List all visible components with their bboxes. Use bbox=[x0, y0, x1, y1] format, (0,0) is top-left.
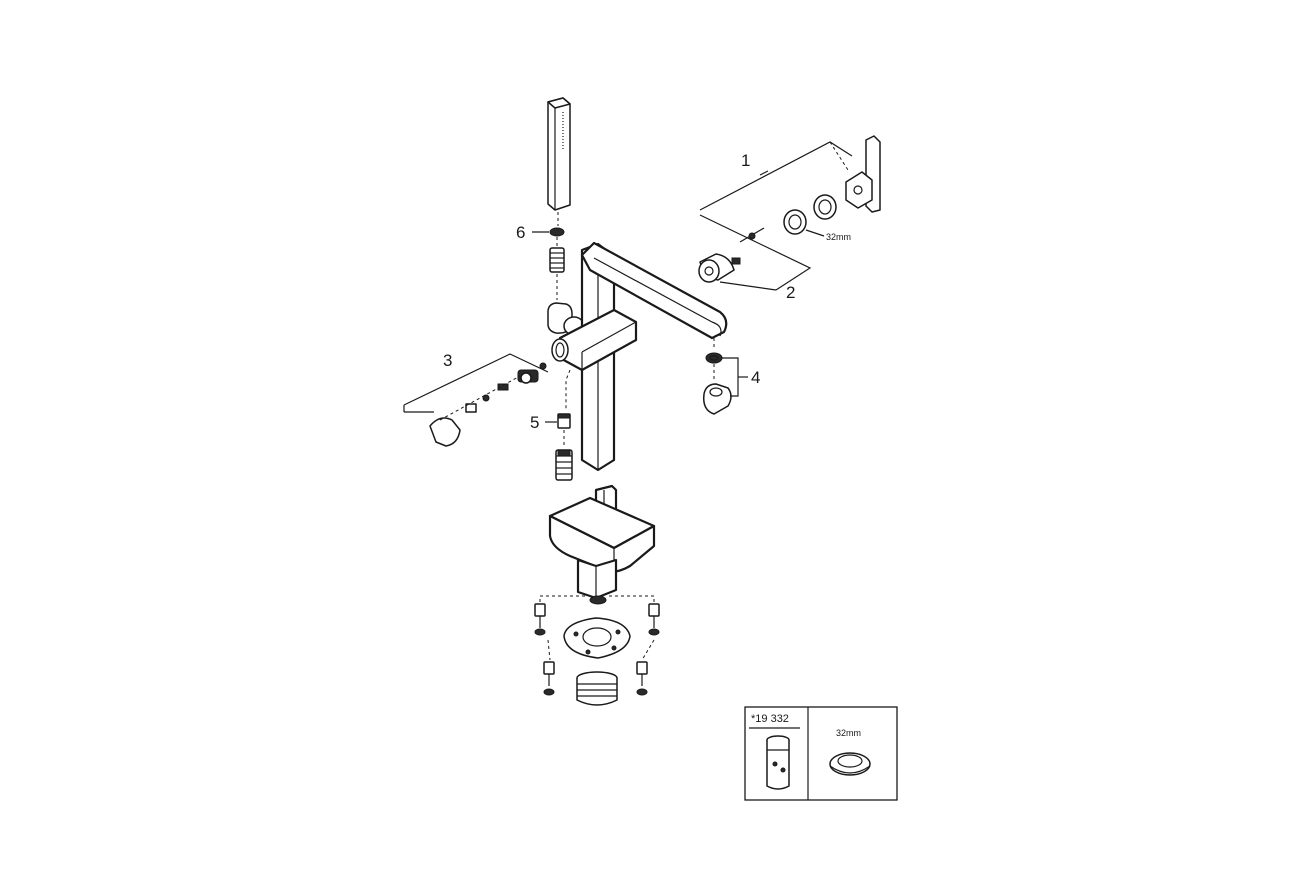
callout-1-bracket bbox=[699, 141, 853, 211]
hose-nut bbox=[557, 413, 571, 429]
screw-top-left bbox=[534, 603, 546, 636]
diverter-knob bbox=[429, 417, 461, 447]
hose-connector-top bbox=[549, 247, 565, 273]
diverter-small-parts bbox=[439, 375, 521, 421]
inset-tool-icon bbox=[766, 735, 790, 790]
base-plate bbox=[563, 617, 631, 659]
callout-4-bracket bbox=[722, 357, 748, 397]
screw-top-right bbox=[648, 603, 660, 636]
callout-2-bracket bbox=[699, 214, 812, 291]
callout-2: 2 bbox=[786, 283, 795, 302]
nut-size-label: 32mm bbox=[826, 232, 851, 242]
inset-tool-part-number: *19 332 bbox=[751, 713, 789, 725]
screw-small-right bbox=[739, 227, 765, 243]
aerator bbox=[705, 352, 723, 364]
spare-parts-inset: *19 332 32mm bbox=[744, 706, 898, 801]
callout-1: 1 bbox=[741, 151, 750, 170]
inset-ring-size-label: 32mm bbox=[836, 728, 861, 738]
aerator-wrench bbox=[702, 383, 732, 415]
floor-escutcheon bbox=[548, 496, 656, 605]
cartridge bbox=[698, 253, 741, 283]
washer-part-6 bbox=[549, 227, 565, 237]
callout-3: 3 bbox=[443, 351, 452, 370]
callout-6: 6 bbox=[516, 223, 525, 242]
callout-3-bracket bbox=[403, 353, 549, 413]
threaded-adapter bbox=[576, 671, 618, 706]
spout-arm bbox=[580, 241, 728, 340]
screw-bottom-left bbox=[543, 661, 555, 696]
hose-connector-bottom bbox=[555, 449, 573, 481]
handle-lever bbox=[845, 135, 881, 213]
ring-large bbox=[813, 194, 837, 220]
diverter-cross-body bbox=[551, 308, 638, 372]
nut-32mm bbox=[783, 209, 807, 235]
inset-ring-icon bbox=[829, 752, 871, 776]
callout-5: 5 bbox=[530, 413, 539, 432]
screw-bottom-right bbox=[636, 661, 648, 696]
callout-4: 4 bbox=[751, 368, 760, 387]
diverter-cartridge bbox=[517, 362, 547, 384]
mounting-dash-lines bbox=[539, 595, 655, 661]
hand-shower bbox=[547, 97, 571, 211]
